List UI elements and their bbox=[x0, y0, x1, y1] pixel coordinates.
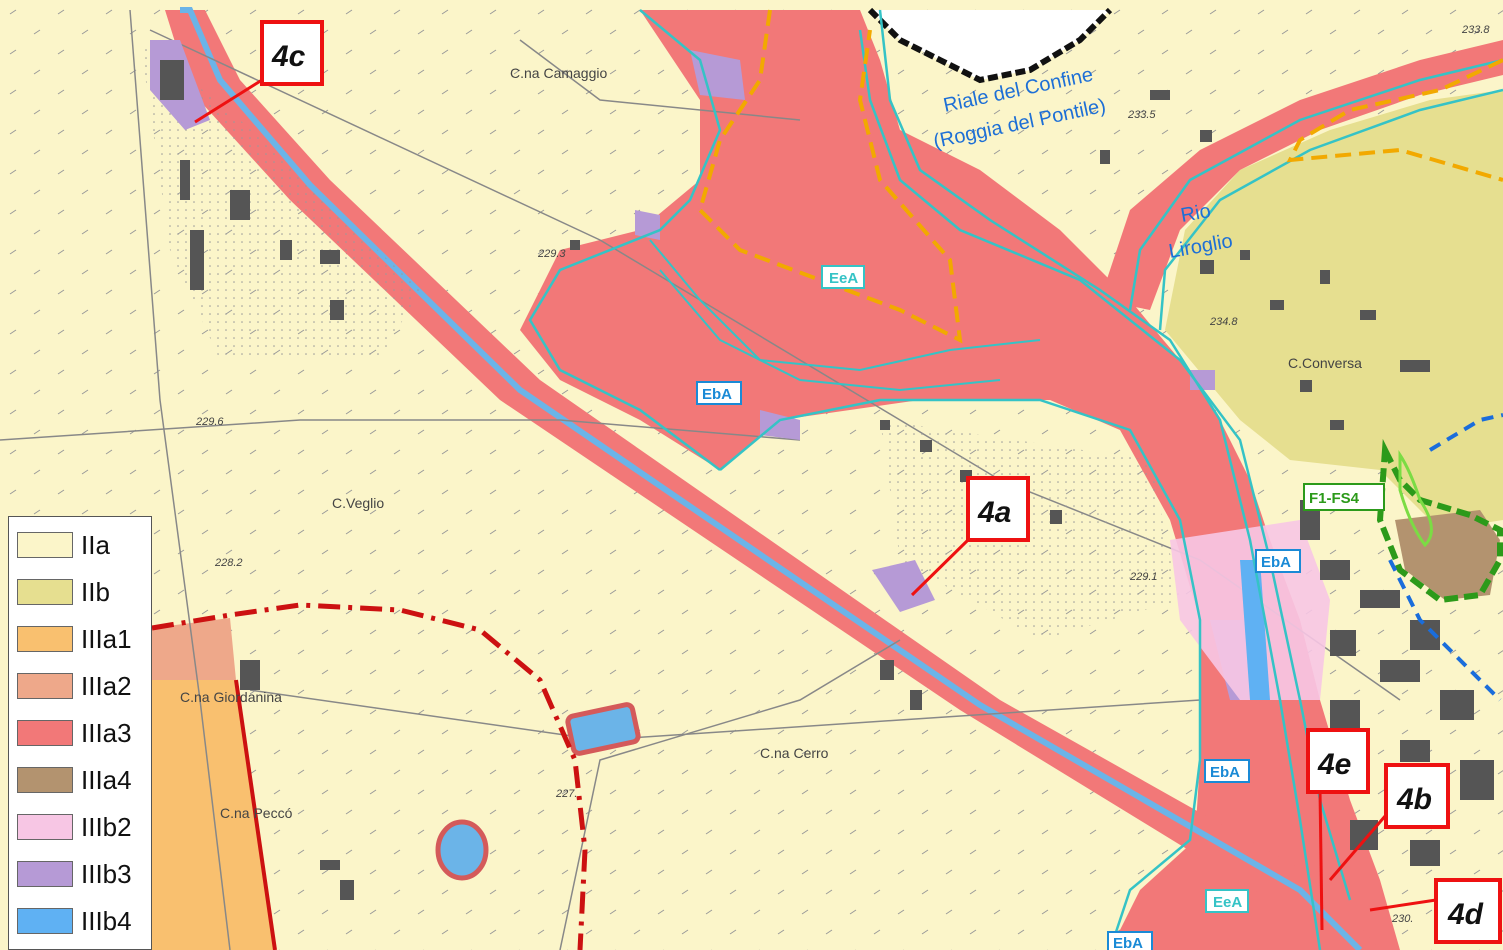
callout-leaders bbox=[194, 78, 1437, 931]
orange-dashed-boundary bbox=[697, 9, 1503, 344]
green-landslide-outline bbox=[1398, 450, 1433, 548]
code-eba-mid: EbA bbox=[1204, 759, 1250, 783]
canal-buffer bbox=[165, 10, 1380, 950]
svg-text:EbA: EbA bbox=[702, 386, 732, 403]
green-dashed-boundary bbox=[1376, 438, 1503, 604]
legend-row-iiib2: IIIb2 bbox=[17, 807, 132, 847]
legend-swatch bbox=[17, 861, 73, 887]
lake bbox=[870, 10, 1110, 80]
svg-text:4a: 4a bbox=[977, 496, 1011, 529]
svg-text:4c: 4c bbox=[271, 40, 306, 73]
place-giordanina: C.na Giordanina bbox=[180, 689, 282, 705]
legend-swatch bbox=[17, 814, 73, 840]
elev-228-2: 228.2 bbox=[214, 557, 243, 569]
place-cerro: C.na Cerro bbox=[760, 745, 829, 761]
svg-text:EbA: EbA bbox=[1261, 554, 1291, 571]
red-dash-dot-boundary bbox=[151, 602, 588, 950]
svg-text:4b: 4b bbox=[1396, 783, 1432, 816]
elev-229-6: 229.6 bbox=[195, 416, 224, 428]
legend-swatch bbox=[17, 532, 73, 558]
svg-text:EeA: EeA bbox=[1213, 894, 1242, 911]
callout-4e: 4e bbox=[1306, 728, 1370, 794]
callout-4c: 4c bbox=[260, 20, 324, 86]
code-eea-top: EeA bbox=[821, 265, 865, 289]
legend-label: IIIa4 bbox=[81, 764, 132, 795]
svg-text:4e: 4e bbox=[1317, 748, 1351, 781]
legend-swatch bbox=[17, 579, 73, 605]
legend-row-iiia4: IIIa4 bbox=[17, 760, 132, 800]
zone-iiia2 bbox=[152, 618, 236, 680]
legend-row-iib: IIb bbox=[17, 572, 110, 612]
svg-text:F1-FS4: F1-FS4 bbox=[1309, 490, 1360, 507]
zone-iiia3-upper-right bbox=[1100, 40, 1503, 310]
legend-row-iia: IIa bbox=[17, 525, 110, 565]
legend-row-iiia1: IIIa1 bbox=[17, 619, 132, 659]
legend-swatch bbox=[17, 673, 73, 699]
place-camaggio: C.na Camaggio bbox=[510, 65, 607, 81]
zone-iib bbox=[1165, 90, 1503, 530]
elev-233-8: 233.8 bbox=[1461, 24, 1490, 36]
place-pecco: C.na Peccó bbox=[220, 805, 293, 821]
zone-iiib4-strip bbox=[1240, 560, 1270, 700]
red-solid-boundary bbox=[234, 679, 277, 950]
legend-swatch bbox=[17, 626, 73, 652]
place-veglio: C.Veglio bbox=[332, 495, 384, 511]
legend-swatch bbox=[17, 767, 73, 793]
legend-swatch bbox=[17, 908, 73, 934]
elev-229-1: 229.1 bbox=[1129, 571, 1158, 583]
svg-text:EeA: EeA bbox=[829, 270, 858, 287]
place-conversa: C.Conversa bbox=[1288, 355, 1362, 371]
zone-iiia3-river-corridor bbox=[520, 10, 1400, 950]
blue-dashed-boundary bbox=[1388, 413, 1503, 702]
legend-row-iiia3: IIIa3 bbox=[17, 713, 132, 753]
stream-rio-line1: Rio bbox=[1179, 200, 1212, 227]
zone-iiia4 bbox=[1395, 510, 1500, 600]
code-eba-bottom: EbA bbox=[1107, 931, 1153, 950]
legend-swatch bbox=[17, 720, 73, 746]
pond-2 bbox=[435, 819, 489, 881]
legend-label: IIa bbox=[81, 529, 110, 560]
pond-1 bbox=[565, 702, 641, 756]
svg-text:EbA: EbA bbox=[1113, 935, 1143, 950]
legend-label: IIIa3 bbox=[81, 717, 132, 748]
legend-row-iiib3: IIIb3 bbox=[17, 854, 132, 894]
elev-233-5: 233.5 bbox=[1127, 109, 1156, 121]
legend-label: IIIa2 bbox=[81, 670, 132, 701]
town-buildings bbox=[1100, 90, 1494, 866]
svg-text:EbA: EbA bbox=[1210, 764, 1240, 781]
code-f1-fs4: F1-FS4 bbox=[1303, 483, 1385, 511]
code-eba-right: EbA bbox=[1255, 549, 1301, 573]
elev-229-3: 229.3 bbox=[537, 248, 566, 260]
elev-230: 230. bbox=[1391, 913, 1413, 925]
callout-4d: 4d bbox=[1434, 878, 1502, 944]
elev-234-8: 234.8 bbox=[1209, 316, 1238, 328]
callout-4b: 4b bbox=[1384, 763, 1450, 829]
legend-label: IIb bbox=[81, 576, 110, 607]
callout-4a: 4a bbox=[966, 476, 1030, 542]
lake-boundary-black bbox=[867, 7, 1113, 84]
elev-227: 227. bbox=[555, 788, 577, 800]
legend-label: IIIb2 bbox=[81, 811, 132, 842]
legend-row-iiib4: IIIb4 bbox=[17, 901, 132, 941]
legend-row-iiia2: IIIa2 bbox=[17, 666, 132, 706]
legend-label: IIIb3 bbox=[81, 858, 132, 889]
code-eea-bottom: EeA bbox=[1205, 889, 1249, 913]
code-eba-left: EbA bbox=[696, 381, 742, 405]
legend: IIa IIb IIIa1 IIIa2 IIIa3 IIIa4 IIIb2 II… bbox=[8, 516, 152, 950]
legend-label: IIIa1 bbox=[81, 623, 132, 654]
canal-inner-lines bbox=[649, 239, 1041, 392]
legend-label: IIIb4 bbox=[81, 905, 132, 936]
svg-text:4d: 4d bbox=[1447, 898, 1484, 931]
stream-lines bbox=[528, 9, 1503, 950]
